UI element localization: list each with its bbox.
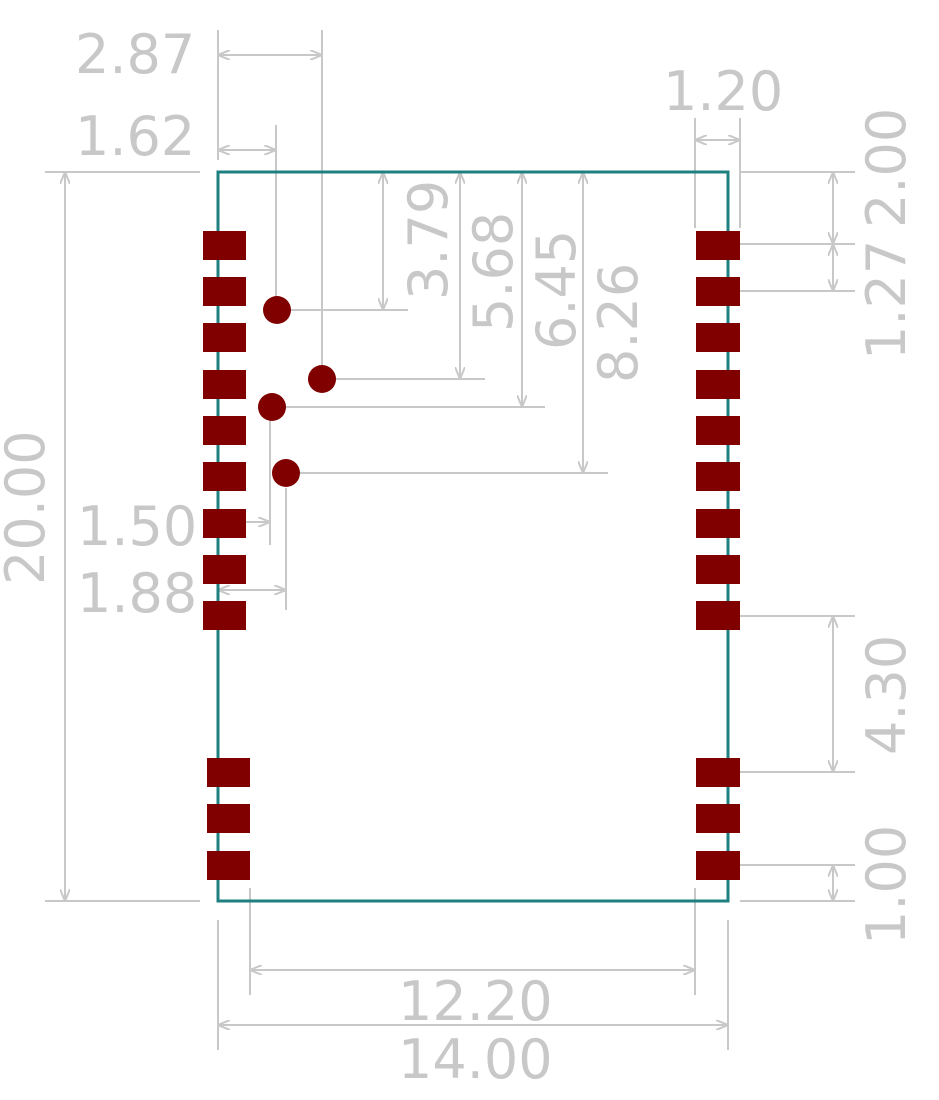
round-pad	[308, 365, 336, 393]
pad	[696, 509, 740, 538]
pad	[203, 509, 246, 538]
pad	[696, 416, 740, 445]
pad	[207, 804, 250, 833]
dim-label-14-00: 14.00	[398, 1028, 553, 1091]
left-pads	[203, 231, 250, 880]
pad	[696, 804, 740, 833]
dimension-arrows	[65, 55, 833, 1025]
pad	[203, 323, 246, 352]
pad	[696, 555, 740, 584]
dim-label-1-27: 1.27	[855, 240, 918, 360]
dim-label-20-00: 20.00	[0, 430, 57, 585]
pad	[696, 277, 740, 306]
dim-label-5-68: 5.68	[462, 212, 525, 332]
round-pad	[263, 296, 291, 324]
dim-label-4-30: 4.30	[855, 635, 918, 755]
pad	[696, 851, 740, 880]
dim-label-6-45: 6.45	[525, 230, 588, 350]
dim-label-2-87: 2.87	[75, 23, 195, 86]
dim-label-2-00: 2.00	[855, 108, 918, 228]
pad	[203, 462, 246, 491]
right-pads	[696, 231, 740, 880]
pad	[203, 277, 246, 306]
dim-label-1-50: 1.50	[77, 495, 197, 558]
dim-label-12-20: 12.20	[398, 970, 553, 1033]
round-pad	[272, 459, 300, 487]
pad	[203, 555, 246, 584]
pad	[696, 758, 740, 787]
pad	[696, 462, 740, 491]
dim-label-1-00: 1.00	[855, 825, 918, 945]
pad	[203, 231, 246, 260]
pad	[696, 231, 740, 260]
pad	[696, 323, 740, 352]
round-pads	[258, 296, 336, 487]
dim-label-1-62: 1.62	[75, 105, 195, 168]
dim-label-8-26: 8.26	[587, 263, 650, 383]
dim-label-3-79: 3.79	[397, 180, 460, 300]
pad	[696, 370, 740, 399]
pad	[203, 370, 246, 399]
pad	[203, 601, 246, 630]
dim-label-1-20: 1.20	[663, 60, 783, 123]
pad	[207, 758, 250, 787]
round-pad	[258, 393, 286, 421]
dimension-labels: 2.87 1.62 1.20 20.00 3.79 5.68 6.45 8.26…	[0, 23, 918, 1091]
dim-label-1-88: 1.88	[77, 562, 197, 625]
pad	[207, 851, 250, 880]
pad	[696, 601, 740, 630]
extension-lines	[45, 30, 855, 1050]
pad	[203, 416, 246, 445]
